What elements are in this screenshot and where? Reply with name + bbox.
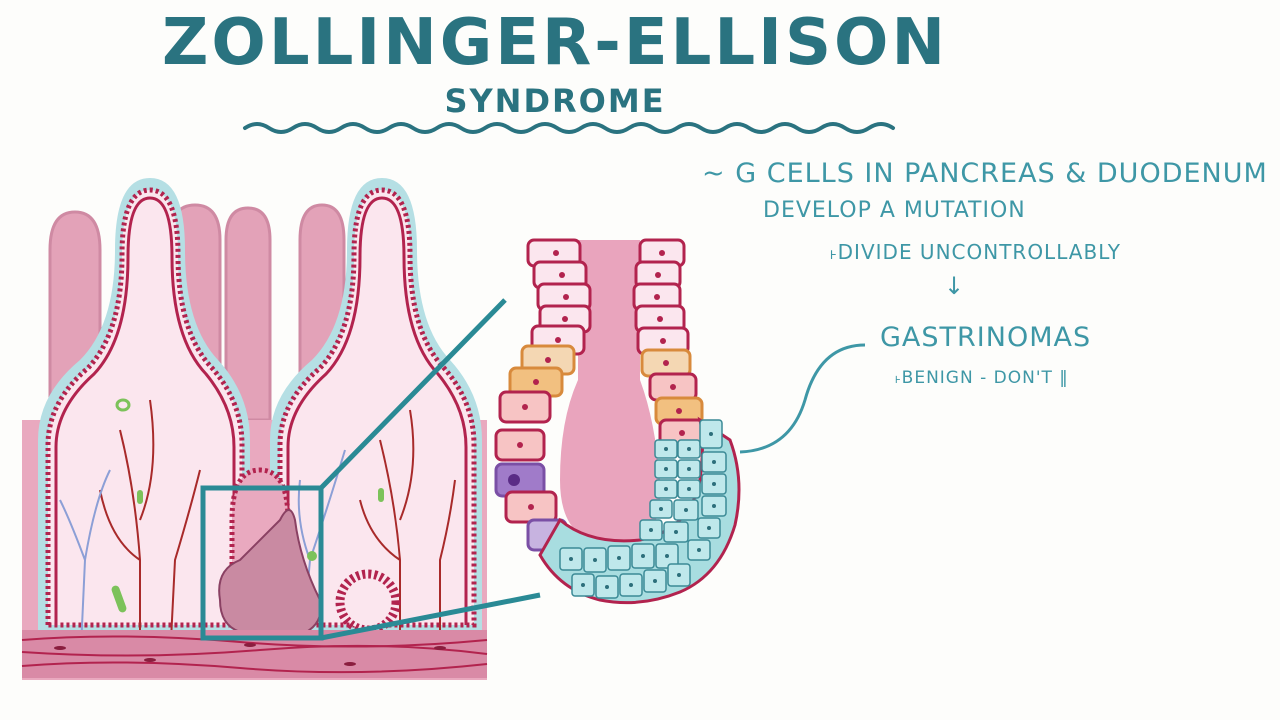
gastric-gland-closeup (494, 238, 741, 605)
intestinal-villi (22, 178, 487, 680)
note-mutation: Develop a mutation (763, 198, 1026, 223)
diagram-title: Zollinger-Ellison (162, 6, 948, 80)
zoom-box (200, 485, 324, 641)
down-arrow-icon: ↓ (944, 272, 966, 300)
note-divide: ˫Divide uncontrollably (830, 240, 1121, 264)
pointer-line (739, 343, 866, 454)
note-g-cells: ~ G cells in Pancreas & duodenum (702, 158, 1268, 189)
note-gastrinomas: Gastrinomas (880, 322, 1092, 353)
note-benign: ˫Benign - don't ‖ (895, 368, 1069, 388)
diagram-subtitle: SYNDROME (444, 82, 666, 120)
title-underline (243, 122, 895, 134)
